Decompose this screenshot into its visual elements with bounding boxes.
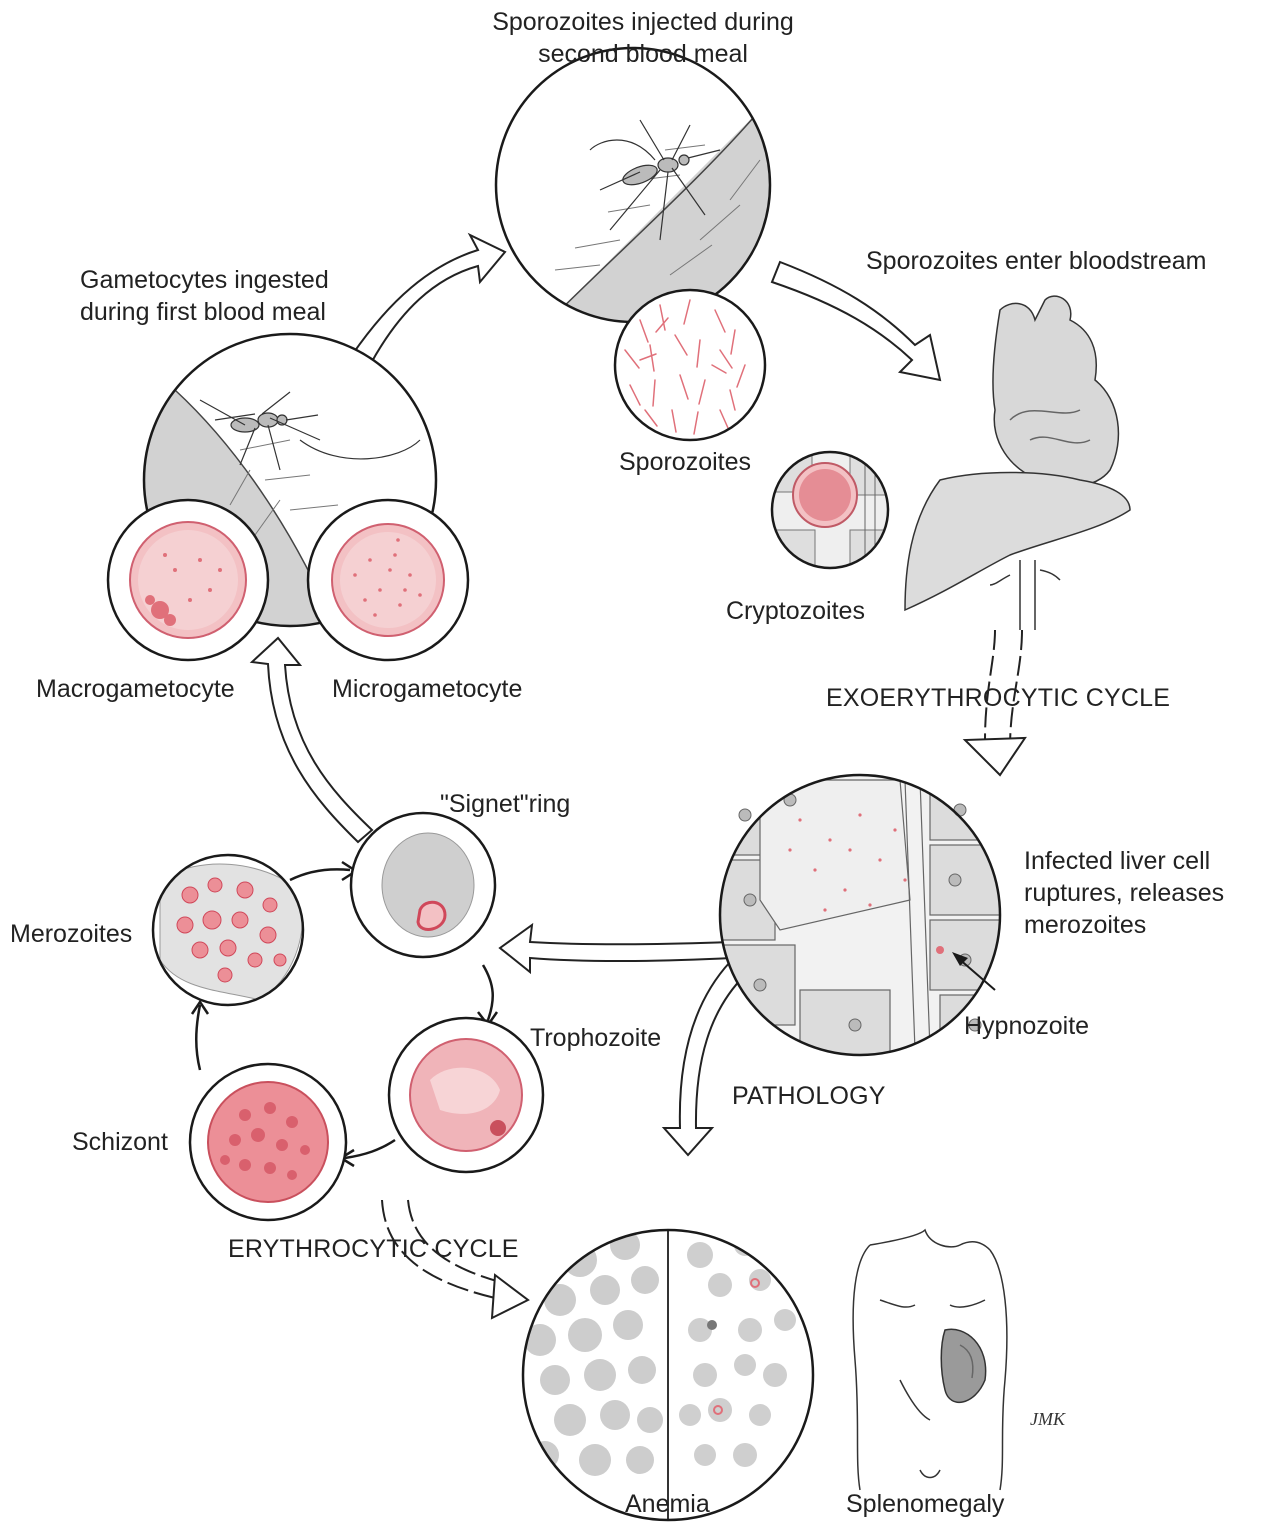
liver-line2: ruptures, releases: [1024, 877, 1224, 909]
sporozoites-injected-line1: Sporozoites injected during: [443, 6, 843, 38]
macrogametocyte-label: Macrogametocyte: [36, 673, 235, 705]
macrogametocyte-circle: [108, 500, 268, 660]
liver-line1: Infected liver cell: [1024, 845, 1224, 877]
arrow-mosquito-to-liver: [772, 262, 940, 380]
anemia-blood-smear-circle: [523, 1230, 813, 1520]
sporozoites-inset-circle: [615, 290, 765, 440]
merozoites-label: Merozoites: [10, 918, 132, 950]
arrow-gametocytes-to-mosquito: [352, 235, 505, 365]
gametocytes-line1: Gametocytes ingested: [80, 264, 329, 296]
splenomegaly-torso-illustration: [853, 1230, 1007, 1490]
sporozoites-label: Sporozoites: [619, 446, 751, 478]
liver-cell-ruptures-label: Infected liver cell ruptures, releases m…: [1024, 845, 1224, 941]
microgametocyte-circle: [308, 500, 468, 660]
gametocytes-line2: during first blood meal: [80, 296, 329, 328]
splenomegaly-label: Splenomegaly: [846, 1488, 1004, 1520]
liver-line3: merozoites: [1024, 909, 1224, 941]
pathology-label: PATHOLOGY: [732, 1080, 886, 1112]
trophozoite-label: Trophozoite: [530, 1022, 661, 1054]
arrow-liver-to-signet: [500, 925, 732, 972]
sporozoites-injected-line2: second blood meal: [443, 38, 843, 70]
mosquito-second-blood-meal-circle: [496, 48, 780, 330]
anemia-label: Anemia: [625, 1488, 710, 1520]
heart-and-liver-illustration: [905, 296, 1130, 630]
arrow-liver-to-pathology: [664, 962, 745, 1155]
cryptozoites-inset-circle: [772, 452, 890, 570]
arrow-signet-to-gametocytes: [252, 638, 372, 842]
microgametocyte-label: Microgametocyte: [332, 673, 522, 705]
hypnozoite-label: Hypnozoite: [964, 1010, 1089, 1042]
sporozoites-injected-label: Sporozoites injected during second blood…: [443, 6, 843, 70]
trophozoite-circle: [389, 1018, 543, 1172]
exoerythrocytic-cycle-label: EXOERYTHROCYTIC CYCLE: [826, 682, 1170, 714]
artist-signature: JMK: [1030, 1409, 1066, 1429]
signet-ring-label: "Signet"ring: [440, 788, 570, 820]
sporozoites-enter-label: Sporozoites enter bloodstream: [866, 245, 1206, 277]
schizont-label: Schizont: [72, 1126, 168, 1158]
merozoites-circle: [153, 855, 303, 1005]
erythrocytic-cycle-label: ERYTHROCYTIC CYCLE: [228, 1233, 519, 1265]
cryptozoites-label: Cryptozoites: [726, 595, 865, 627]
signet-ring-circle: [351, 813, 495, 957]
schizont-circle: [190, 1064, 346, 1220]
gametocytes-ingested-label: Gametocytes ingested during first blood …: [80, 264, 329, 328]
